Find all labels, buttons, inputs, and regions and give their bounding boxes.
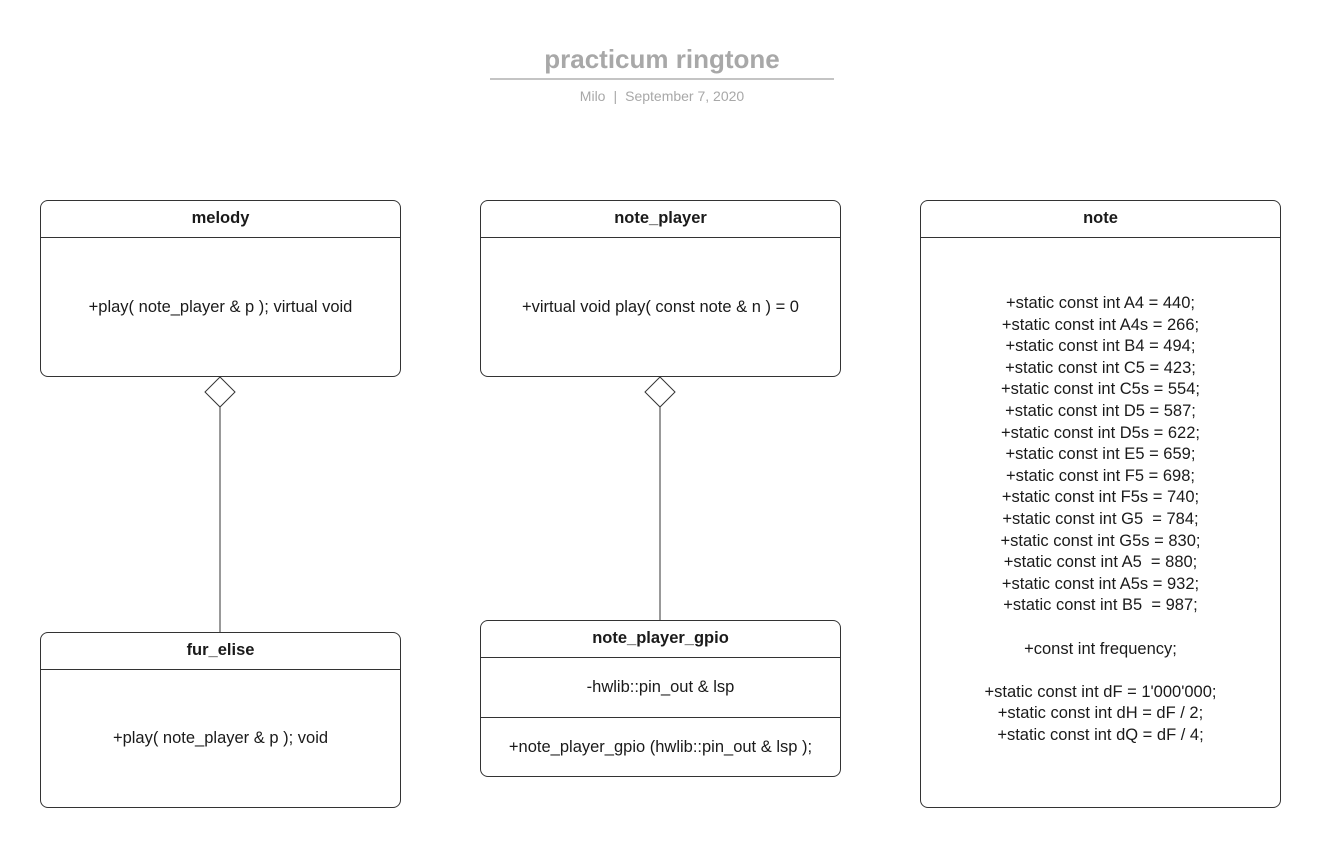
member: +static const int dQ = dF / 4; xyxy=(997,725,1204,744)
members-list: +static const int A4 = 440; +static const… xyxy=(985,293,1217,746)
member: +static const int G5s = 830; xyxy=(1000,531,1201,550)
class-note-player[interactable]: note_player +virtual void play( const no… xyxy=(480,200,841,377)
class-name: note_player xyxy=(481,201,840,238)
member: +static const int dH = dF / 2; xyxy=(997,704,1204,723)
member: +static const int dF = 1'000'000; xyxy=(984,682,1217,701)
document-meta: Milo | September 7, 2020 xyxy=(490,87,834,105)
member: +static const int F5 = 698; xyxy=(1006,466,1195,485)
methods-section: +play( note_player & p ); void xyxy=(41,670,400,807)
class-name: note xyxy=(921,201,1280,238)
attribute: -hwlib::pin_out & lsp xyxy=(586,678,735,696)
class-name: melody xyxy=(41,201,400,238)
member: +static const int B4 = 494; xyxy=(1005,337,1196,356)
methods-section: +virtual void play( const note & n ) = 0 xyxy=(481,238,840,376)
aggregation-diamond-icon xyxy=(204,376,236,408)
document-title: practicum ringtone xyxy=(490,40,834,80)
member: +static const int E5 = 659; xyxy=(1005,445,1196,464)
member-spacer xyxy=(985,617,1217,639)
class-name: note_player_gpio xyxy=(481,621,840,658)
meta-separator: | xyxy=(613,88,618,104)
aggregation-diamond-icon xyxy=(644,376,676,408)
member: +static const int C5s = 554; xyxy=(1000,380,1200,399)
method: +play( note_player & p ); virtual void xyxy=(88,297,353,316)
class-fur-elise[interactable]: fur_elise +play( note_player & p ); void xyxy=(40,632,401,808)
member: +static const int F5s = 740; xyxy=(1001,488,1200,507)
members-section: +static const int A4 = 440; +static const… xyxy=(921,238,1280,807)
method: +note_player_gpio (hwlib::pin_out & lsp … xyxy=(508,737,813,756)
member: +static const int A4s = 266; xyxy=(1001,315,1200,334)
member: +static const int C5 = 423; xyxy=(1005,358,1196,377)
member: +static const int D5 = 587; xyxy=(1005,401,1196,420)
member: +static const int A5s = 932; xyxy=(1001,574,1200,593)
class-note-player-gpio[interactable]: note_player_gpio -hwlib::pin_out & lsp +… xyxy=(480,620,841,777)
member: +static const int D5s = 622; xyxy=(1000,423,1200,442)
class-melody[interactable]: melody +play( note_player & p ); virtual… xyxy=(40,200,401,377)
aggregation-note-player-gpio-note-player[interactable] xyxy=(644,376,676,620)
document-header: practicum ringtone Milo | September 7, 202… xyxy=(490,40,834,105)
document-author: Milo xyxy=(579,88,606,104)
attributes-section: -hwlib::pin_out & lsp xyxy=(481,658,840,718)
member: +static const int G5 = 784; xyxy=(1002,509,1199,528)
method: +virtual void play( const note & n ) = 0 xyxy=(522,297,799,316)
document-date: September 7, 2020 xyxy=(625,88,745,104)
method: +play( note_player & p ); void xyxy=(112,729,329,747)
member-spacer xyxy=(985,660,1217,682)
methods-section: +note_player_gpio (hwlib::pin_out & lsp … xyxy=(481,718,840,776)
member: +static const int A5 = 880; xyxy=(1003,553,1198,572)
class-note[interactable]: note +static const int A4 = 440;+static … xyxy=(920,200,1281,808)
member: +const int frequency; xyxy=(1024,639,1177,658)
member: +static const int A4 = 440; xyxy=(1006,294,1195,312)
class-name: fur_elise xyxy=(41,633,400,670)
methods-section: +play( note_player & p ); virtual void xyxy=(41,238,400,376)
member: +static const int B5 = 987; xyxy=(1003,596,1198,615)
aggregation-fur-elise-melody[interactable] xyxy=(204,376,236,632)
